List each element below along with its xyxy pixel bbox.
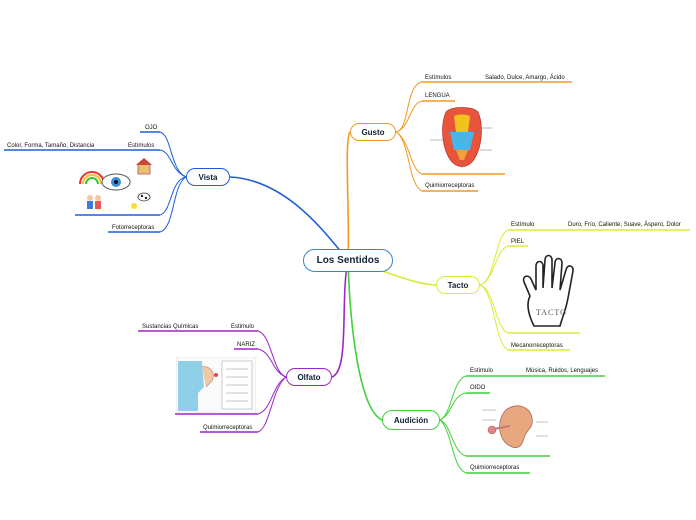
audicion-underlines <box>466 375 605 474</box>
tongue-illustration <box>430 107 492 168</box>
vista-estimulos-label[interactable]: Estímulos <box>128 143 155 149</box>
root-node[interactable]: Los Sentidos <box>303 249 393 272</box>
vista-estimulos-detail[interactable]: Color, Forma, Tamaño, Distancia <box>7 143 95 149</box>
connector-root-gusto <box>346 131 351 261</box>
branch-node-gusto[interactable]: Gusto <box>350 123 396 141</box>
gusto-estimulos-label[interactable]: Estímulos <box>425 75 452 81</box>
tacto-receptores-label[interactable]: Mecanorreceptoras <box>511 343 563 349</box>
olfato-estimulo-detail[interactable]: Sustancias Químicas <box>142 324 199 330</box>
tacto-estimulo-detail[interactable]: Duro, Frío, Caliente, Suave, Áspero, Dol… <box>568 222 681 228</box>
branch-node-vista[interactable]: Vista <box>186 168 230 186</box>
vista-eye-illustration <box>79 158 152 209</box>
nose-illustration <box>176 357 256 413</box>
tacto-connectors <box>479 229 509 351</box>
audicion-connectors <box>439 375 467 474</box>
gusto-estimulos-detail[interactable]: Salado, Dulce, Amargo, Ácido <box>485 75 565 81</box>
audicion-receptores-label[interactable]: Quimiorreceptoras <box>470 465 520 471</box>
tacto-estimulo-label[interactable]: Estímulo <box>511 222 535 228</box>
olfato-organo-label[interactable]: NARIZ <box>237 342 255 348</box>
ear-illustration <box>482 405 548 448</box>
connector-root-vista <box>229 176 349 261</box>
gusto-receptores-label[interactable]: Quimiorreceptoras <box>425 183 475 189</box>
branch-node-olfato[interactable]: Olfato <box>286 368 332 386</box>
audicion-estimulo-detail[interactable]: Música, Ruidos, Lenguajes <box>526 368 599 374</box>
gusto-connectors <box>395 81 423 192</box>
tacto-underlines <box>508 229 690 351</box>
vista-underlines <box>4 131 160 233</box>
hand-title: TACTO <box>536 308 567 317</box>
vista-receptores-label[interactable]: Fotorreceptoras <box>112 225 155 231</box>
branch-node-audicion[interactable]: Audición <box>382 410 440 430</box>
hand-illustration: TACTO <box>522 254 574 327</box>
gusto-underlines <box>422 81 572 192</box>
gusto-organo-label[interactable]: LENGUA <box>425 93 450 99</box>
connector-root-olfato <box>331 259 349 378</box>
connector-root-audicion <box>347 259 383 421</box>
tacto-organo-label[interactable]: PIEL <box>511 239 525 245</box>
vista-connectors <box>159 131 187 233</box>
vista-ojo-label[interactable]: OJO <box>145 125 158 131</box>
olfato-estimulo-label[interactable]: Estimulo <box>231 324 255 330</box>
audicion-estimulo-label[interactable]: Estimulo <box>470 368 494 374</box>
olfato-connectors <box>257 330 287 433</box>
olfato-underlines <box>138 330 258 433</box>
branch-node-tacto[interactable]: Tacto <box>436 276 480 294</box>
audicion-organo-label[interactable]: OIDO <box>470 385 486 391</box>
olfato-receptores-label[interactable]: Quimiorreceptoras <box>203 425 253 431</box>
